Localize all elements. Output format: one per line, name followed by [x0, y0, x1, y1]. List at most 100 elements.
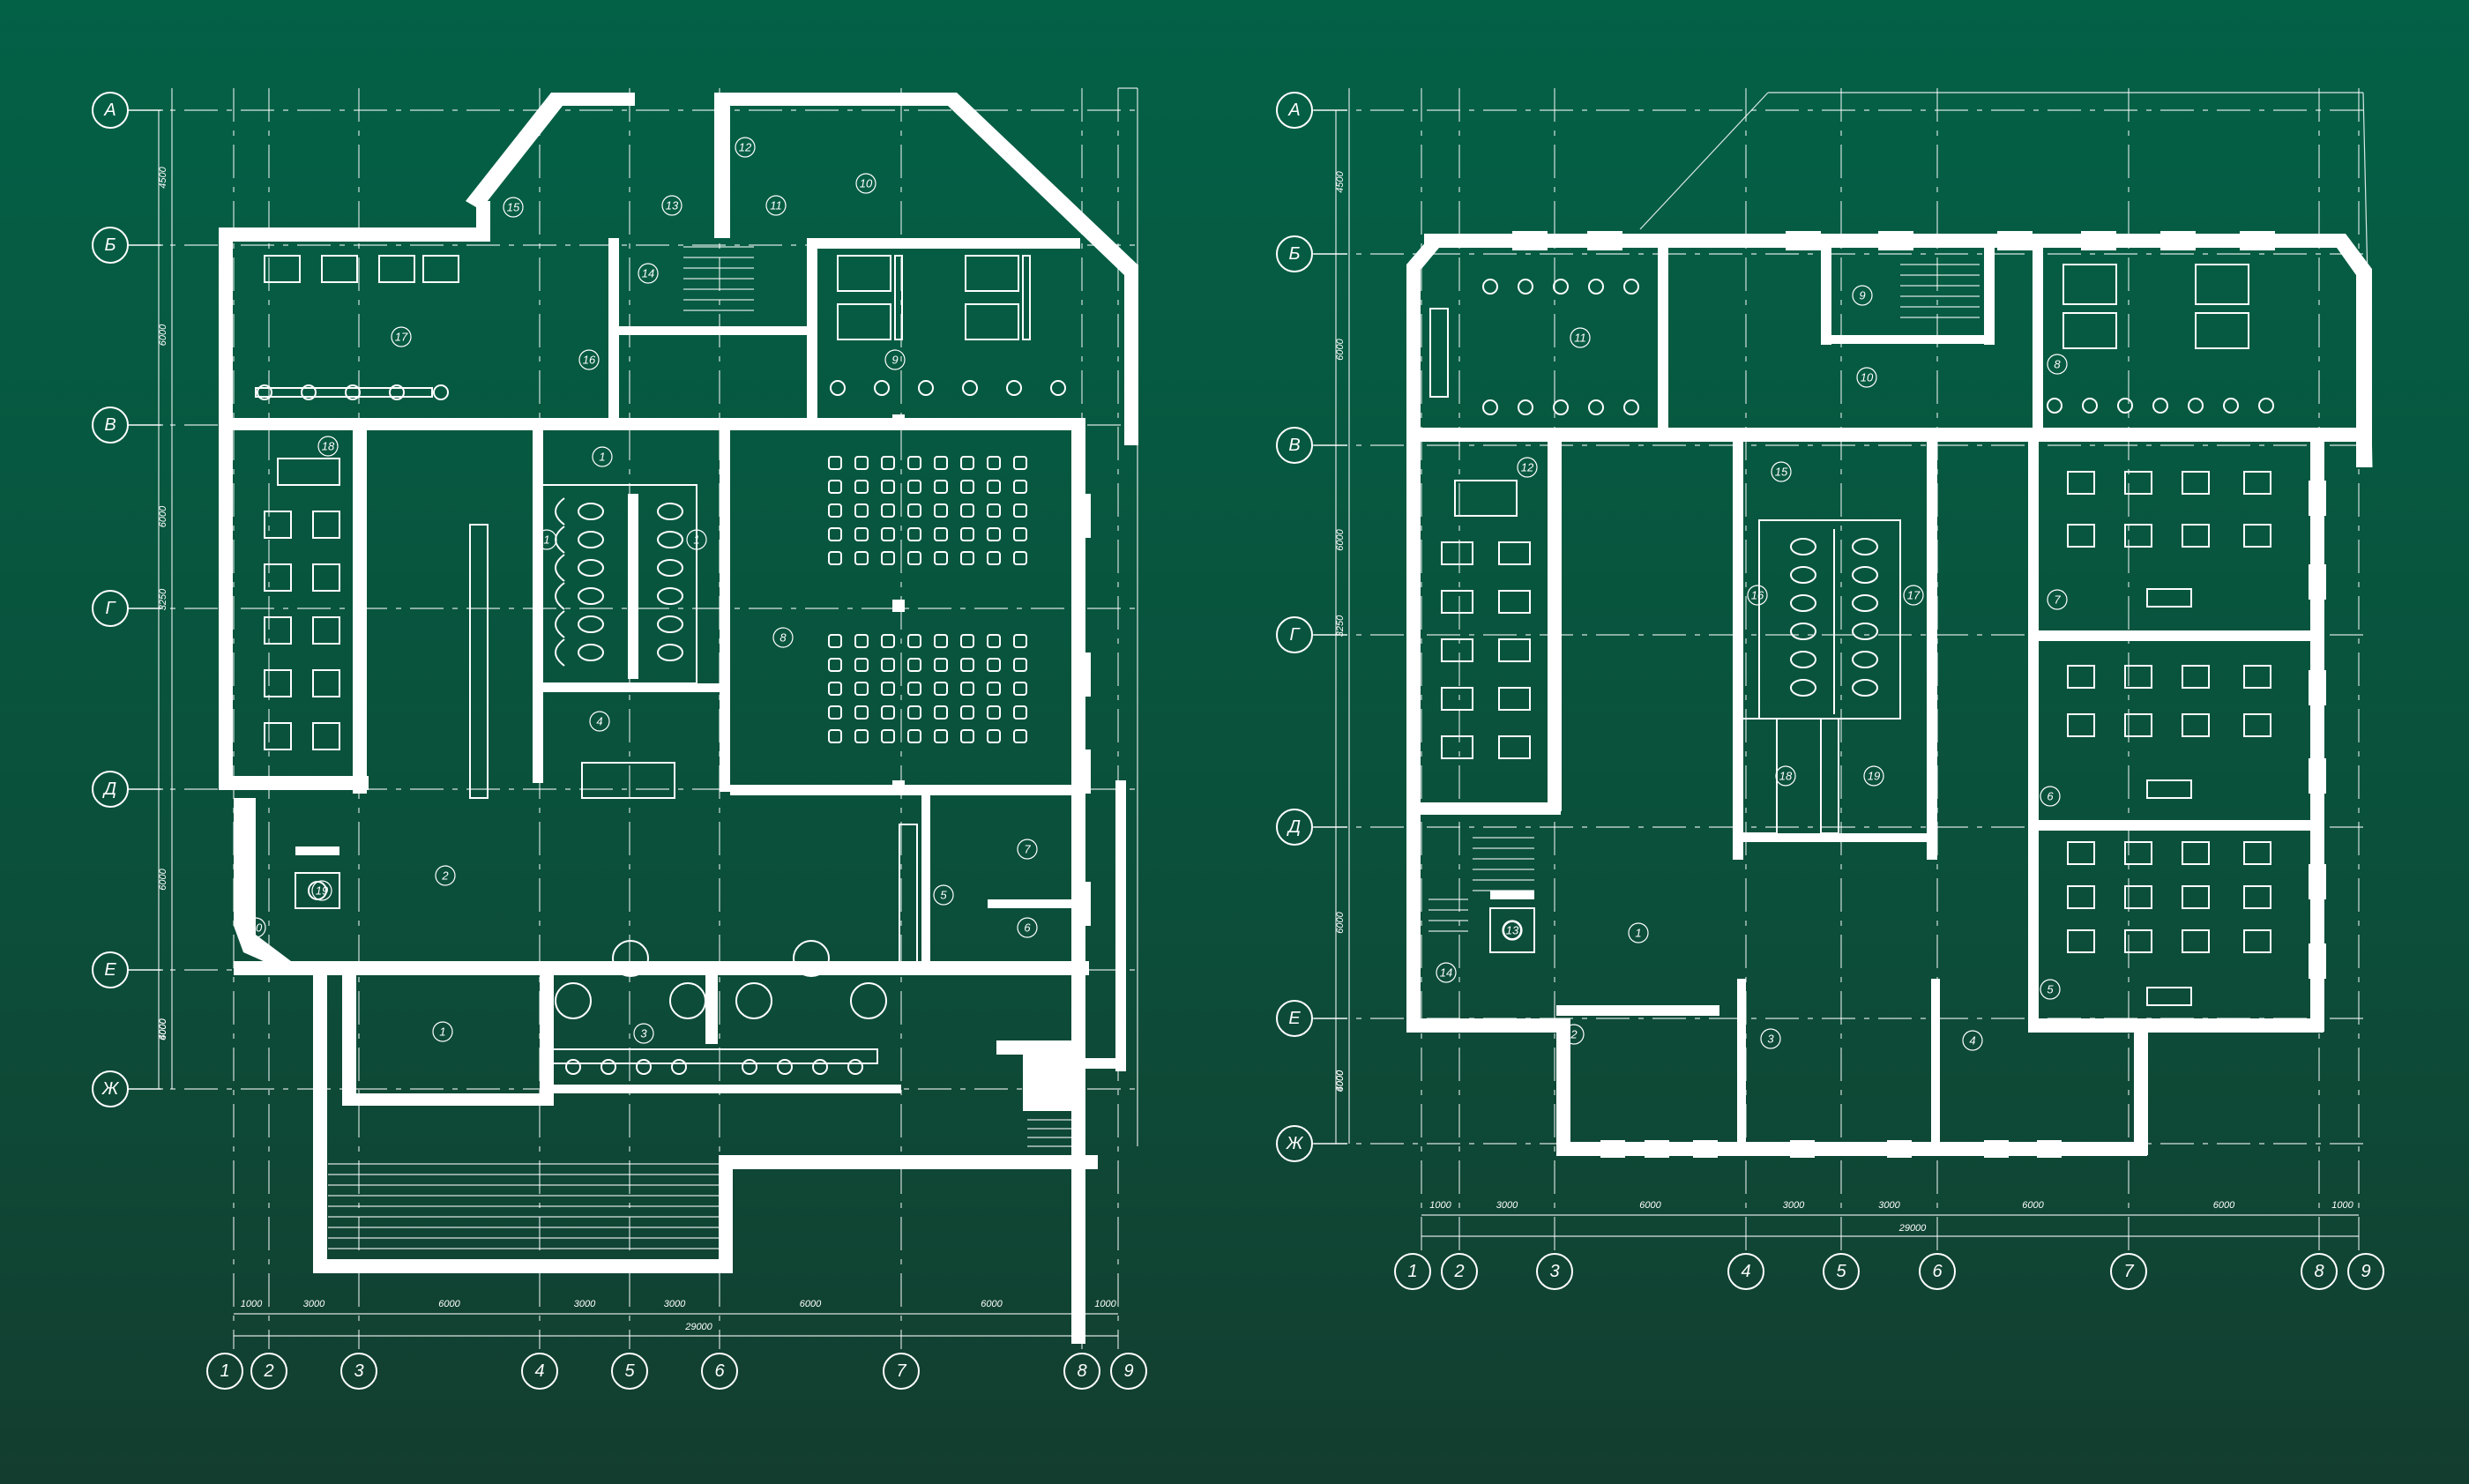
axis-bubble: [1110, 1353, 1147, 1390]
axis-label: В: [104, 415, 116, 435]
cafe-tables-left: [550, 940, 887, 1075]
restroom-fixtures-left: [537, 484, 697, 684]
room-number-text: 16: [1751, 589, 1764, 602]
row-dimension: 6000: [1335, 338, 1346, 360]
room-number-text: 12: [1521, 461, 1534, 474]
axis-row-right-3: В: [1276, 427, 1347, 464]
axis-row-left-4: Г: [92, 590, 163, 627]
axis-bubble: [1727, 1253, 1764, 1290]
room-number-text: 1: [1635, 927, 1641, 940]
col-dimension: 3000: [1783, 1200, 1805, 1211]
axis-row-right-1: А: [1276, 92, 1347, 129]
axis-bubble: [521, 1353, 558, 1390]
col-dimension: 6000: [2213, 1200, 2235, 1211]
axis-label: 1: [220, 1361, 229, 1381]
walls-left: [219, 93, 1138, 1344]
room-number-text: 15: [1775, 466, 1788, 479]
room-number: 9: [1852, 285, 1873, 306]
axis-bubble: [883, 1353, 920, 1390]
row-dimension: 6000: [158, 868, 168, 890]
col-dimension: 3000: [664, 1299, 686, 1309]
axis-row-left-5: Д: [92, 771, 163, 808]
room-number: 17: [1903, 585, 1924, 606]
room-number-text: 7: [1024, 843, 1031, 856]
room-number-text: 12: [739, 141, 752, 154]
col-dimension: 3000: [303, 1299, 325, 1309]
room-number: 2: [1563, 1024, 1585, 1045]
axis-label: 8: [2314, 1262, 2324, 1281]
col-dimension: 6000: [800, 1299, 822, 1309]
room-number: 17: [391, 326, 412, 347]
room-number-text: 10: [860, 177, 873, 190]
row-dimension: 3250: [158, 588, 168, 610]
room-number-text: 20: [249, 921, 263, 935]
room-number-text: 8: [2054, 358, 2061, 371]
stairs-right: [1428, 264, 1980, 932]
room-number-text: 8: [779, 631, 787, 645]
room-number: 7: [1017, 839, 1038, 860]
room-number: 1: [432, 1021, 453, 1042]
axis-col-right-6: 6: [1919, 1253, 1956, 1290]
room-number-text: 9: [1859, 289, 1865, 302]
room-number: 18: [1775, 765, 1796, 787]
col-dimension: 6000: [2022, 1200, 2044, 1211]
row-dimension: 4000: [158, 1018, 168, 1040]
row-dimension: 4000: [1335, 1070, 1346, 1092]
axis-col-left-4: 4: [521, 1353, 558, 1390]
dimension-lines-left: [158, 87, 1138, 1337]
axis-col-left-2: 2: [250, 1353, 287, 1390]
axis-row-right-4: Г: [1276, 616, 1347, 653]
room-number: 5: [2040, 979, 2061, 1000]
walls-right: [1406, 231, 2372, 1158]
axis-row-left-1: А: [92, 92, 163, 129]
room-number: 20: [245, 917, 266, 938]
room-number-text: 3: [1767, 1033, 1774, 1046]
axis-col-left-9: 9: [1110, 1353, 1147, 1390]
room-number-text: 14: [1440, 966, 1452, 980]
row-dimension: 4500: [158, 166, 168, 188]
axis-label: 7: [2123, 1262, 2134, 1281]
axis-label: Г: [1290, 625, 1302, 645]
axis-bubble: [2347, 1253, 2384, 1290]
row-dimension: 6000: [1335, 911, 1346, 933]
room-number: 6: [2040, 786, 2061, 807]
room-number-text: 17: [395, 331, 408, 344]
axis-label: Д: [102, 779, 116, 799]
lecture-hall-seats-left: [828, 414, 1027, 793]
axis-row-left-7: Ж: [92, 1070, 163, 1107]
axis-label: А: [103, 101, 116, 120]
room-number-text: 13: [1506, 924, 1519, 937]
room-number-text: 5: [940, 889, 947, 902]
axis-label: Д: [1287, 817, 1301, 837]
room-number: 15: [503, 197, 524, 218]
row-dimension: 6000: [158, 505, 168, 527]
room-number-text: 11: [770, 199, 782, 213]
axis-col-right-2: 2: [1441, 1253, 1478, 1290]
axis-col-right-7: 7: [2110, 1253, 2147, 1290]
axis-bubble: [1063, 1353, 1100, 1390]
room-number: 11: [765, 195, 787, 216]
room-number-text: 19: [1868, 770, 1880, 783]
restroom-fixtures-right: [1741, 519, 1901, 834]
room-number: 12: [1517, 457, 1538, 478]
room-number: 8: [2047, 354, 2068, 375]
room-number-text: 4: [596, 715, 602, 728]
axis-col-right-4: 4: [1727, 1253, 1764, 1290]
room-number: 16: [578, 349, 600, 370]
axis-row-left-6: Е: [92, 951, 163, 988]
axis-bubble: [206, 1353, 243, 1390]
row-dimension: 4500: [1335, 170, 1346, 192]
axis-col-left-5: 5: [611, 1353, 648, 1390]
room-number-text: 5: [2047, 983, 2054, 996]
total-dimension: 29000: [1898, 1223, 1927, 1234]
room-number-text: 9: [891, 354, 898, 367]
stairs-left: [328, 246, 1076, 1249]
axis-row-right-2: Б: [1276, 235, 1347, 272]
room-number-text: 13: [666, 199, 679, 213]
col-dimension: 1000: [1429, 1200, 1451, 1211]
